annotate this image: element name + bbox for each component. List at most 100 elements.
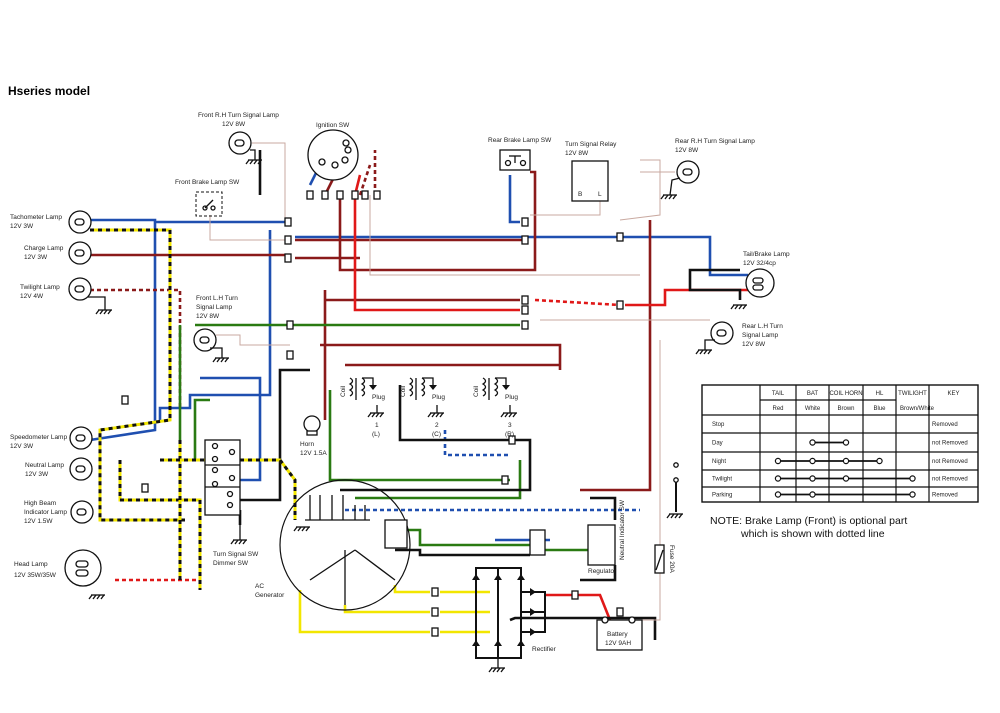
switch-contact (774, 475, 782, 482)
label: Signal Lamp (196, 304, 233, 311)
label: Dimmer SW (213, 560, 249, 567)
rear-brake-lamp-switch: Rear Brake Lamp SW (488, 137, 552, 171)
label: Signal Lamp (742, 332, 779, 339)
twilight-lamp: Twilight Lamp 12V 4W (20, 277, 113, 315)
label: Regulator (588, 568, 617, 575)
label: B (578, 191, 582, 198)
label: 12V 3W (10, 443, 34, 450)
switch-contact (909, 475, 916, 482)
switch-contact (809, 475, 816, 482)
label: 12V 3W (10, 223, 34, 230)
table-row-label: Stop (712, 422, 725, 428)
table-wire-color: Brown/White (900, 406, 935, 412)
label: Front L.H Turn (196, 295, 238, 302)
fuse: Fuse 20A (654, 544, 675, 574)
label: Indicator Lamp (24, 509, 67, 516)
label: 12V 8W (675, 147, 699, 154)
label: 12V 3W (24, 254, 48, 261)
neutral-indicator-switch: Neutral Indicator SW (619, 462, 684, 560)
table-header: TWILIGHT (898, 391, 927, 397)
label: 3 (508, 422, 512, 429)
label: Front R.H Turn Signal Lamp (198, 112, 279, 119)
label: Charge Lamp (24, 245, 64, 252)
speedometer-lamp: Speedometer Lamp 12V 3W (10, 426, 93, 450)
diagram-title: Hseries model (8, 84, 90, 98)
label: Rear L.H Turn (742, 323, 783, 330)
label: Coil (340, 385, 347, 397)
table-row-label: Day (712, 441, 723, 447)
high-beam-indicator-lamp: High Beam Indicator Lamp 12V 1.5W (24, 500, 94, 525)
label: Rear R.H Turn Signal Lamp (675, 138, 755, 145)
label: AC (255, 583, 264, 590)
label: 1 (375, 422, 379, 429)
tail-brake-lamp: Tail/Brake Lamp 12V 32/4cp (730, 251, 790, 310)
label: 12V 1.5A (300, 450, 327, 457)
switch-contact (809, 439, 816, 446)
label: Tachometer Lamp (10, 214, 62, 221)
label: 12V 8W (565, 150, 589, 157)
label: 12V 3W (25, 471, 49, 478)
wires (89, 142, 748, 640)
label: Ignition SW (316, 122, 350, 129)
note-line-1: NOTE: Brake Lamp (Front) is optional par… (710, 515, 907, 527)
table-header: TAIL (772, 391, 785, 397)
label: Head Lamp (14, 561, 48, 568)
switch-contact (842, 439, 850, 446)
front-rh-turn-signal-lamp: Front R.H Turn Signal Lamp 12V 8W (198, 112, 279, 165)
rear-rh-turn-signal-lamp: Rear R.H Turn Signal Lamp 12V 8W (660, 138, 755, 200)
label: Generator (255, 592, 285, 599)
label: Turn Signal SW (213, 551, 259, 558)
switch-contact (774, 491, 782, 498)
regulator: Regulator (529, 524, 617, 575)
label: Rectifier (532, 646, 557, 653)
label: Turn Signal Relay (565, 141, 617, 148)
switch-contact (774, 457, 782, 465)
table-header: KEY (947, 391, 959, 397)
table-key-state: not Removed (932, 459, 968, 465)
label: Battery (607, 631, 628, 638)
ignition-coils: Coil Plug 1 (L) Coil Plug 2 (C) Coil Plu… (340, 377, 518, 438)
note-line-2: which is shown with dotted line (740, 528, 885, 540)
table-key-state: not Removed (932, 477, 968, 483)
label: 12V 1.5W (24, 518, 53, 525)
label: 12V 8W (742, 341, 766, 348)
switch-contact (842, 475, 850, 482)
label: Plug (505, 394, 518, 401)
label: (R) (505, 431, 514, 438)
label: L (598, 191, 602, 198)
label: Plug (372, 394, 385, 401)
label: Horn (300, 441, 314, 448)
label: Coil (400, 385, 407, 397)
table-header: COIL HORN (829, 391, 862, 397)
label: 12V 4W (20, 293, 44, 300)
ignition-switch: Ignition SW (307, 122, 359, 181)
label: High Beam (24, 500, 56, 507)
table-wire-color: Brown (837, 406, 854, 412)
head-lamp: Head Lamp 12V 35W/35W (14, 549, 106, 600)
label: 12V 8W (196, 313, 220, 320)
horn: Horn 12V 1.5A (300, 415, 327, 457)
table-key-state: Removed (932, 493, 958, 499)
label: Front Brake Lamp SW (175, 179, 240, 186)
label: (C) (432, 431, 441, 438)
label: 2 (435, 422, 439, 429)
label: Plug (432, 394, 445, 401)
table-header: BAT (807, 391, 819, 397)
ac-generator: AC Generator (255, 479, 411, 611)
turn-signal-dimmer-switch: Turn Signal SW Dimmer SW (204, 439, 259, 567)
tachometer-lamp: Tachometer Lamp 12V 3W (10, 210, 92, 234)
table-key-state: Removed (932, 422, 958, 428)
label: Speedometer Lamp (10, 434, 67, 441)
label: Fuse 20A (668, 545, 675, 573)
table-wire-color: Red (772, 406, 783, 412)
label: 12V 9AH (605, 640, 631, 647)
label: 12V 8W (222, 121, 246, 128)
label: Neutral Indicator SW (619, 499, 626, 560)
front-lh-turn-signal-lamp: Front L.H Turn Signal Lamp 12V 8W (193, 295, 238, 363)
neutral-lamp: Neutral Lamp 12V 3W (25, 457, 93, 481)
turn-signal-relay: B L Turn Signal Relay 12V 8W (565, 141, 617, 202)
rectifier: Rectifier (472, 567, 557, 673)
table-header: HL (876, 391, 884, 397)
switch-contact (876, 457, 883, 465)
